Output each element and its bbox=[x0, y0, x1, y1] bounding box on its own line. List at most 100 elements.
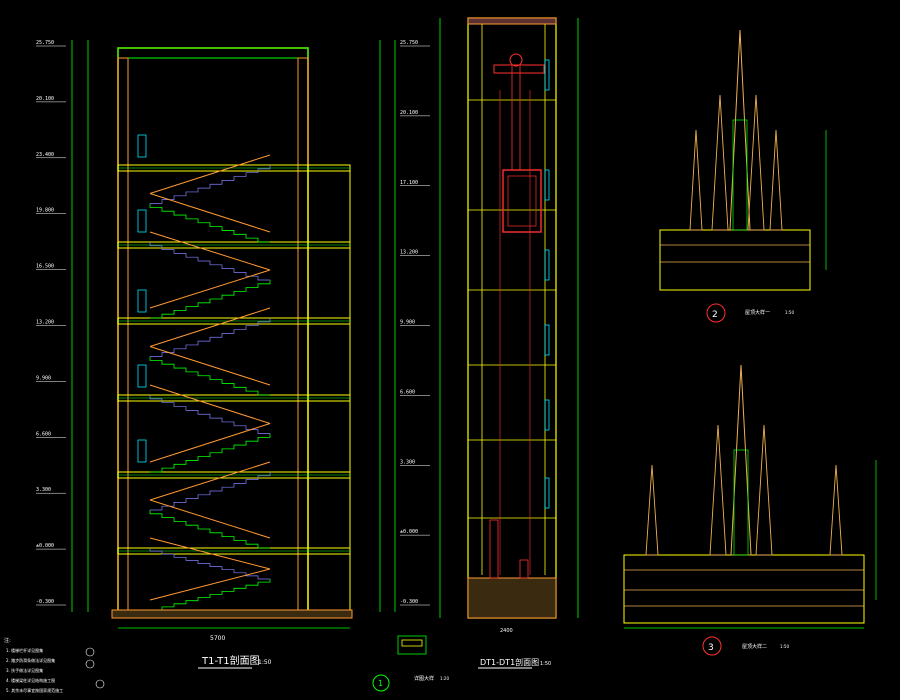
elevator-section-scale: 1:50 bbox=[540, 661, 551, 667]
detail2-index-number: 2 bbox=[712, 310, 718, 320]
notes-heading: 注: bbox=[4, 637, 11, 644]
detail2-index-circle bbox=[706, 303, 726, 323]
note-symbol bbox=[95, 679, 105, 689]
right-wall bbox=[297, 57, 309, 614]
ground-slab bbox=[111, 609, 353, 619]
note-line: 5. 其余未尽事宜按国家规范施工 bbox=[6, 687, 63, 693]
elevation-label: 20.100 bbox=[36, 96, 54, 102]
roof-slab bbox=[117, 47, 309, 59]
stair-section-title: T1-T1剖面图 bbox=[201, 654, 260, 667]
small-detail-box bbox=[397, 635, 427, 655]
elevation-label: ±0.000 bbox=[400, 529, 418, 535]
stair-windows bbox=[137, 134, 147, 463]
detail3-spire-left bbox=[645, 464, 659, 556]
stair-flight-return bbox=[149, 395, 270, 434]
stair-section: 5700 25.750 20.100 23.400 19.800 16.500 13.20… bbox=[36, 40, 430, 692]
detail2-base bbox=[659, 229, 811, 291]
pit-buffer-2 bbox=[519, 559, 529, 579]
detail3-spire-inner-right bbox=[755, 424, 773, 556]
handrail bbox=[149, 423, 271, 463]
elevator-pit bbox=[467, 577, 557, 619]
stair-flight-return bbox=[150, 472, 271, 511]
detail2-spire-inner-right bbox=[747, 94, 765, 231]
window bbox=[137, 289, 147, 313]
detail2-spire-right bbox=[769, 129, 783, 231]
note-symbol bbox=[85, 659, 95, 669]
handrail bbox=[149, 193, 271, 233]
machine-beam bbox=[493, 64, 545, 74]
landing-door bbox=[544, 324, 550, 356]
small-detail-inner bbox=[401, 639, 423, 647]
landing-door bbox=[544, 477, 550, 509]
elevator-car bbox=[502, 169, 542, 233]
detail3-core bbox=[733, 449, 749, 556]
landing-door bbox=[544, 169, 550, 201]
window bbox=[137, 364, 147, 388]
note-line: 4. 楼梯梁柱详见结构施工图 bbox=[6, 677, 55, 683]
elevation-label: 9.900 bbox=[36, 375, 51, 381]
small-detail-scale: 1:20 bbox=[440, 676, 449, 681]
elevation-label: 25.750 bbox=[36, 40, 54, 46]
detail3-spire-inner-left bbox=[709, 424, 727, 556]
elevation-label: 16.500 bbox=[36, 264, 54, 270]
left-wall bbox=[117, 57, 129, 614]
stair-flight-return bbox=[149, 548, 270, 580]
elevation-label: -0.300 bbox=[36, 599, 54, 605]
note-line: 2. 踏步防滑条做法详见图集 bbox=[6, 657, 55, 663]
elevation-label: 20.100 bbox=[400, 110, 418, 116]
elevation-label: ±0.000 bbox=[36, 543, 54, 549]
elevation-label: 23.400 bbox=[36, 152, 54, 158]
elevation-label: 6.600 bbox=[36, 431, 51, 437]
window bbox=[137, 439, 147, 463]
stair-flight bbox=[149, 356, 270, 396]
landing-door bbox=[544, 249, 550, 281]
stair-flight bbox=[150, 433, 271, 473]
detail2-title: 屋顶大样一 bbox=[745, 309, 770, 316]
stair-flight bbox=[150, 280, 271, 319]
elevation-label: 6.600 bbox=[400, 389, 415, 395]
pit-width-dim: 2400 bbox=[500, 628, 513, 634]
stair-flight bbox=[149, 510, 270, 549]
overall-width-dim: 5700 bbox=[210, 635, 225, 642]
detail2-scale: 1:50 bbox=[785, 310, 794, 315]
stair-index-number: 1 bbox=[378, 679, 383, 688]
handrail bbox=[149, 231, 271, 271]
landing-door bbox=[544, 399, 550, 431]
handrail bbox=[149, 537, 271, 570]
small-detail: 详图大样 1:20 bbox=[397, 635, 449, 682]
annex-wall bbox=[307, 164, 351, 614]
handrail bbox=[149, 384, 271, 424]
floor-slabs bbox=[117, 164, 351, 555]
handrail bbox=[149, 499, 271, 539]
traction-sheave bbox=[509, 53, 523, 67]
elevation-label: 3.300 bbox=[36, 487, 51, 493]
note-line: 3. 扶手做法详见图集 bbox=[6, 667, 43, 673]
detail3-index-number: 3 bbox=[708, 643, 714, 653]
elevator-car-inner bbox=[507, 175, 537, 227]
stair-index-circle bbox=[372, 674, 390, 692]
detail2-spire-inner-left bbox=[711, 94, 729, 231]
note-symbol bbox=[85, 647, 95, 657]
roof-detail-one: 2 屋顶大样一 1:50 bbox=[659, 29, 827, 323]
stair-flights bbox=[149, 154, 271, 611]
notes-block: 注: 1. 楼梯栏杆详见图集 2. 踏步防滑条做法详见图集 3. 扶手做法详见图… bbox=[4, 637, 105, 693]
small-detail-title: 详图大样 bbox=[414, 675, 434, 682]
handrail bbox=[149, 568, 271, 601]
note-line: 1. 楼梯栏杆详见图集 bbox=[6, 647, 43, 653]
elevation-label: 25.750 bbox=[400, 40, 418, 46]
shaft-roof bbox=[467, 17, 557, 25]
shaft-floor-lines bbox=[468, 59, 556, 519]
window bbox=[137, 209, 147, 233]
detail3-scale: 1:50 bbox=[780, 644, 789, 649]
stair-flight bbox=[149, 203, 270, 243]
stair-flight-return bbox=[150, 165, 271, 204]
window bbox=[137, 134, 147, 158]
elevation-label: 13.200 bbox=[36, 320, 54, 326]
stair-flight-return bbox=[150, 318, 271, 357]
pit-buffer bbox=[489, 519, 499, 579]
detail2-spire-left bbox=[689, 129, 703, 231]
elevation-label: 19.800 bbox=[36, 208, 54, 214]
detail2-core bbox=[732, 119, 748, 231]
elevator-section: 2400 DT1-DT1剖面图 1:50 bbox=[439, 17, 579, 669]
